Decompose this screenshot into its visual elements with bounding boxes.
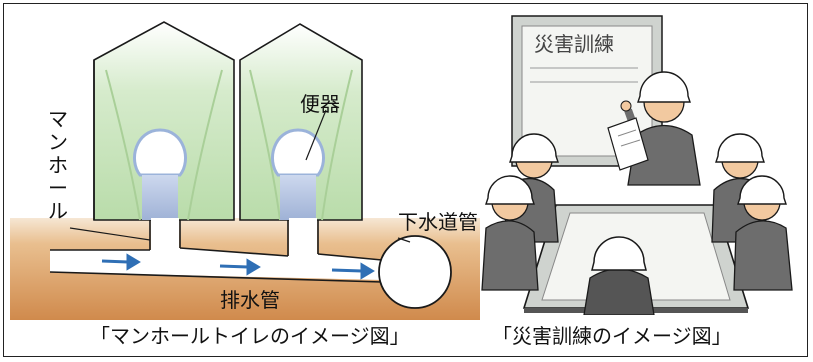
- label-drain-pipe: 排水管: [220, 288, 280, 312]
- flow-arrows: [101, 253, 375, 280]
- toilet-bowl-left: [133, 128, 187, 220]
- label-manhole: マンホール: [48, 107, 68, 223]
- caption-disaster-drill: 「災害訓練のイメージ図」: [492, 324, 732, 348]
- leader-lines: [69, 109, 411, 243]
- attendee-right-2: [733, 175, 793, 291]
- toilet-bowl-right: [271, 128, 325, 220]
- sewer-main-pipe: [378, 235, 452, 309]
- manhole-shafts: [149, 218, 319, 258]
- tent-left: [93, 21, 235, 221]
- caption-manhole-toilet: 「マンホールトイレのイメージ図」: [90, 324, 410, 348]
- label-sewer-main: 下水道管: [398, 210, 478, 234]
- attendee-front: [583, 236, 655, 315]
- attendee-left-2: [481, 175, 539, 291]
- manhole-toilet-diagram: [10, 10, 480, 320]
- disaster-drill-scene: [481, 15, 793, 315]
- tent-right: [239, 23, 363, 221]
- manhole-toilet-illustration: [10, 21, 480, 320]
- drain-pipe: [49, 247, 383, 283]
- presenter: [607, 71, 701, 186]
- whiteboard-text: 災害訓練: [534, 32, 614, 56]
- label-toilet: 便器: [300, 92, 340, 116]
- disaster-drill-illustration: [478, 10, 798, 315]
